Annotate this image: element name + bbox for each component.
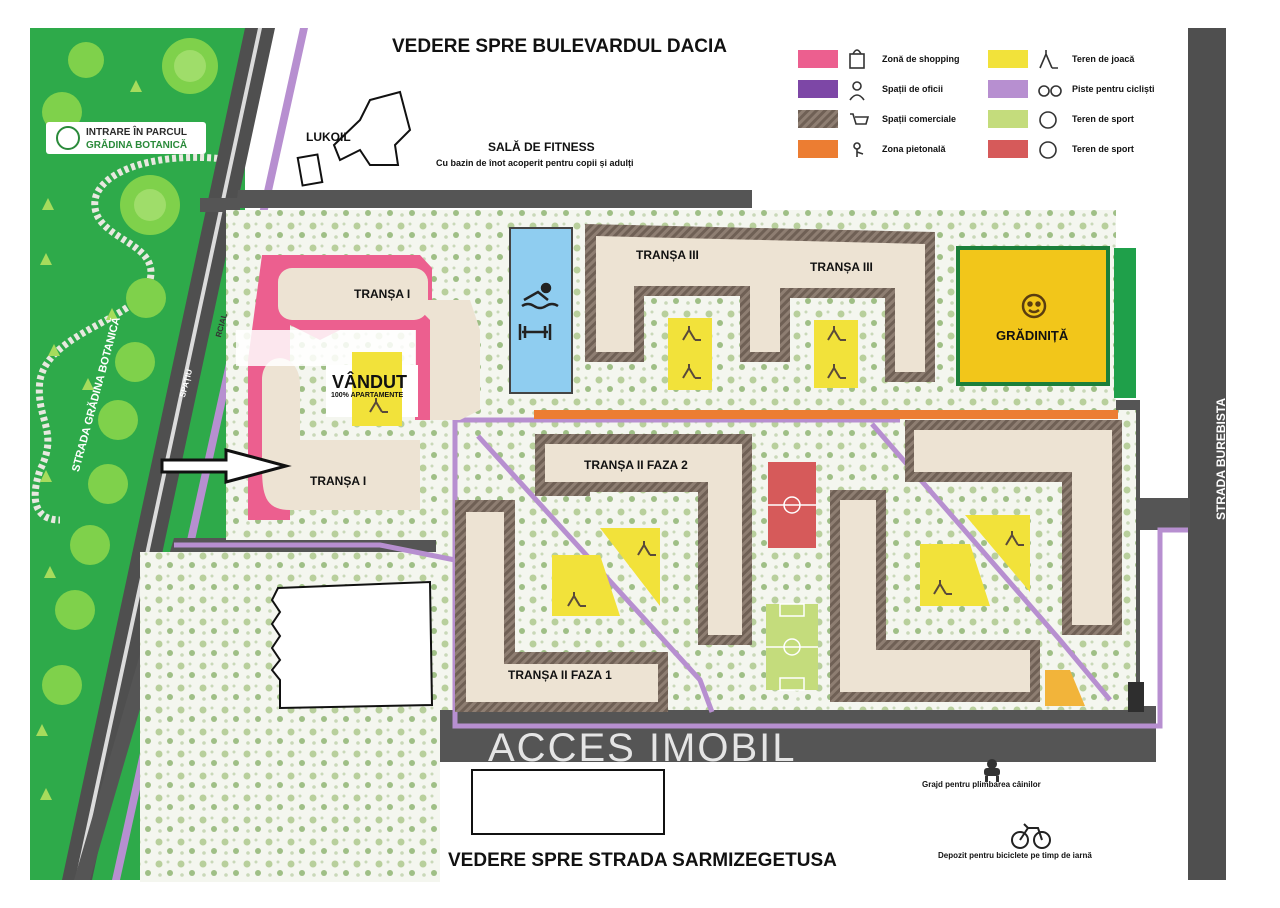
building-transa-3-left-label: TRANȘA III (636, 248, 699, 262)
fitness-title: SALĂ DE FITNESS (488, 140, 595, 154)
building-transa-2-faza-1-label: TRANȘA II FAZA 1 (508, 668, 612, 682)
swimming-pool (509, 227, 573, 394)
bicycle-depot-icon (1011, 823, 1051, 849)
transa-1-complex (236, 255, 480, 520)
building-transa-1-bottom-label: TRANȘA I (310, 474, 367, 488)
watermark: ACCES IMOBIL (488, 726, 797, 770)
sport-fields (766, 462, 818, 691)
park-entrance-label-1: INTRARE ÎN PARCUL (86, 127, 187, 138)
right-buildings (830, 420, 1122, 702)
building-transa-3-right-label: TRANȘA III (810, 260, 873, 274)
playground-icons (369, 326, 1024, 607)
legend-swatches (798, 50, 1028, 158)
title-bottom: VEDERE SPRE STRADA SARMIZEGETUSA (448, 850, 837, 871)
transa-2-faza-1-building (455, 500, 668, 712)
kindergarten-face-icon (1021, 293, 1047, 319)
gradinita-label: GRĂDINIȚĂ (996, 328, 1069, 343)
lukoil-label: LUKOIL (306, 130, 351, 144)
legend-label-commercial: Spații comerciale (882, 114, 957, 124)
kindergarten-block (956, 246, 1136, 398)
legend-label-pedestrian: Zona pietonală (882, 144, 946, 154)
street-right-label: STRADA BUREBISTA (1214, 398, 1228, 520)
pool-icons (518, 282, 559, 340)
legend-label-bike-paths: Piste pentru cicliști (1072, 84, 1155, 94)
legend-label-shopping: Zonă de shopping (882, 54, 960, 64)
sold-sublabel: 100% APARTAMENTE (331, 392, 404, 399)
bike-shed (1128, 682, 1144, 712)
lukoil-buildings (296, 90, 412, 187)
fitness-subtitle: Cu bazin de înot acoperit pentru copii ș… (436, 158, 634, 168)
title-top: VEDERE SPRE BULEVARDUL DACIA (392, 36, 728, 57)
sold-label: VÂNDUT (332, 372, 407, 392)
lower-left-buildings (270, 580, 665, 835)
direction-arrow (160, 448, 292, 484)
tree-logo-icon (56, 126, 80, 150)
pedestrian-zone (534, 410, 1118, 419)
legend-label-sport-red: Teren de sport (1072, 144, 1134, 154)
transa-2-faza-2-building (535, 434, 752, 645)
legend-label-offices: Spații de oficii (882, 84, 944, 94)
dog-area-label: Grajd pentru plimbarea câinilor (922, 780, 1041, 789)
legend-label-playground: Teren de joacă (1072, 54, 1135, 64)
legend-icons (849, 49, 1062, 159)
building-transa-1-top-label: TRANȘA I (354, 287, 411, 301)
building-transa-2-faza-2-label: TRANȘA II FAZA 2 (584, 458, 688, 472)
right-street (1188, 28, 1226, 880)
park-entrance-label-2: GRĂDINA BOTANICĂ (86, 140, 188, 151)
legend-label-sport-green: Teren de sport (1072, 114, 1134, 124)
dog-walk-icon (984, 759, 1000, 782)
transa-3-building (585, 224, 935, 382)
bike-depot-label: Depozit pentru biciclete pe timp de iarn… (938, 851, 1092, 860)
playgrounds (352, 318, 1085, 706)
